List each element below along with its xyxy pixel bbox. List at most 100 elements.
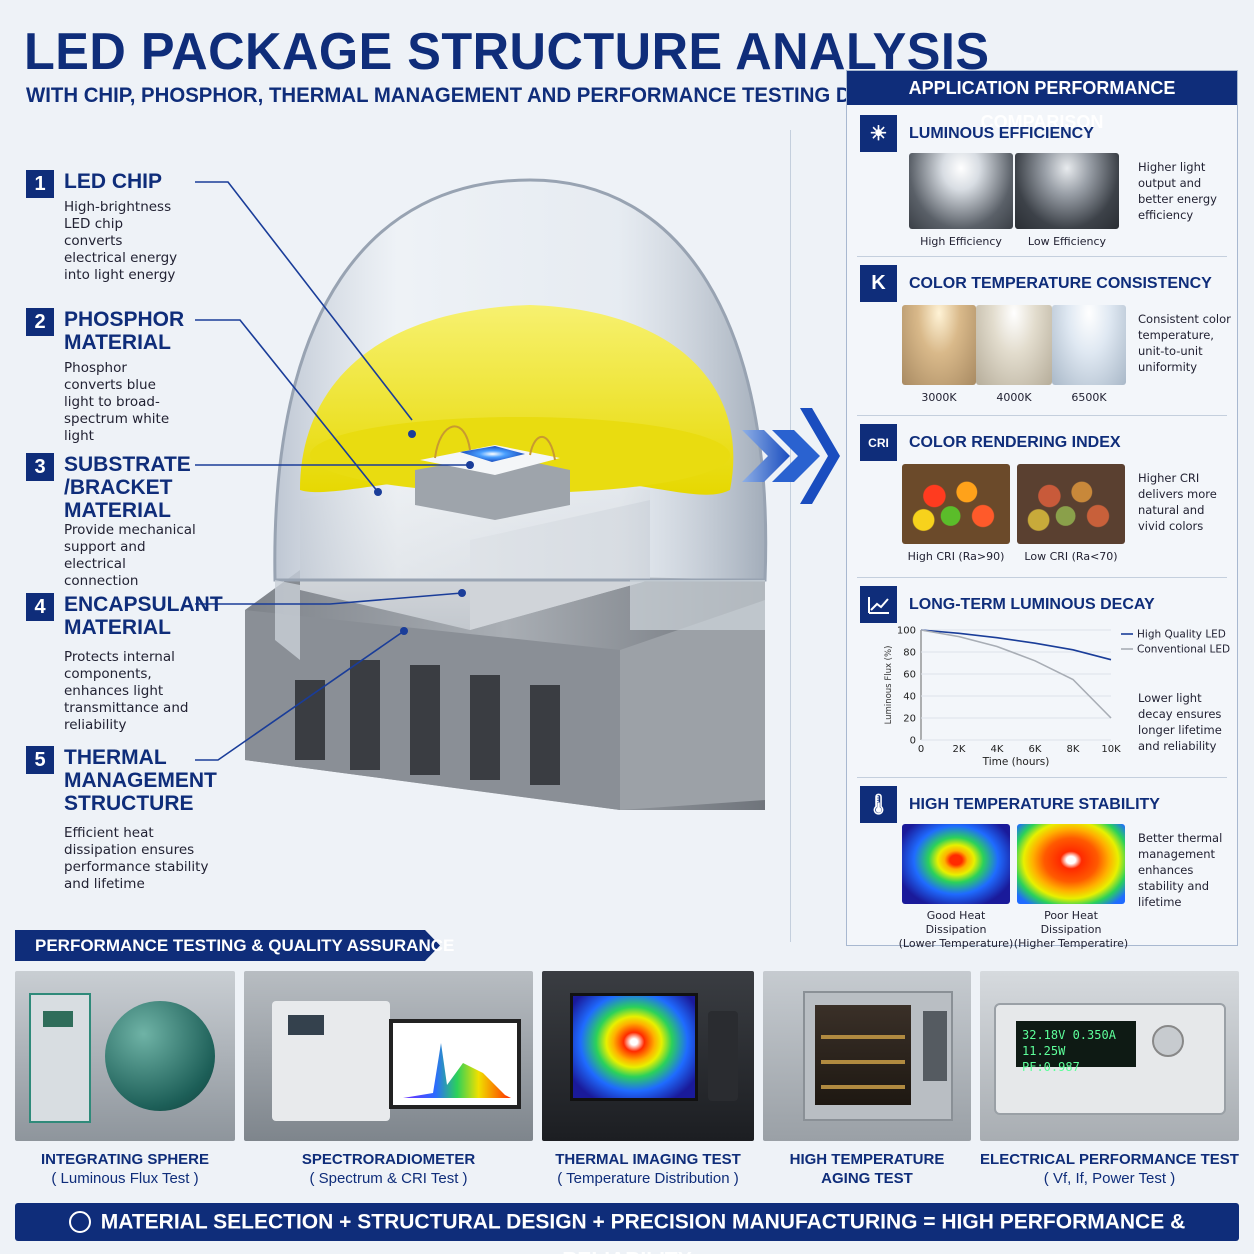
aging-oven-image (763, 971, 971, 1141)
caption: 3000K (921, 391, 957, 404)
caption: Low Efficiency (1027, 235, 1107, 248)
test-detail: ( Spectrum & CRI Test ) (309, 1170, 468, 1187)
good-heat-dissipation-thermal-image (902, 824, 1010, 904)
low-efficiency-lamp-image (1015, 153, 1119, 229)
y-tick-label: 100 (897, 626, 916, 637)
page-subtitle: WITH CHIP, PHOSPHOR, THERMAL MANAGEMENT … (26, 84, 934, 107)
performance-comparison-panel: APPLICATION PERFORMANCE COMPARISON ☀ LUM… (846, 70, 1238, 950)
test-detail: ( Temperature Distribution ) (557, 1170, 739, 1187)
lightbulb-icon (68, 1211, 91, 1234)
section-title: LONG-TERM LUMINOUS DECAY (909, 596, 1155, 613)
component-substrate: 3 SUBSTRATE /BRACKET MATERIAL Provide me… (26, 453, 226, 590)
footer-text: MATERIAL SELECTION + STRUCTURAL DESIGN +… (100, 1210, 1186, 1254)
spectrum-graph (403, 1043, 511, 1098)
caption: High CRI (Ra>90) (907, 550, 1005, 563)
meter-display: 32.18V 0.350A 11.25W PF:0.987 (1016, 1021, 1136, 1074)
caption: High Efficiency (920, 235, 1002, 248)
y-tick-label: 40 (903, 692, 916, 703)
component-desc: Efficient heat dissipation ensures perfo… (64, 825, 209, 892)
chevron-arrow-icon (742, 408, 840, 504)
x-tick-label: 0 (918, 744, 924, 755)
sphere (105, 1001, 215, 1111)
component-desc: Protects internal components, enhances l… (64, 649, 189, 733)
panel-title: APPLICATION PERFORMANCE COMPARISON (847, 71, 1237, 132)
component-desc: Phosphor converts blue light to broad-sp… (64, 360, 170, 444)
section-title: HIGH TEMPERATURE STABILITY (909, 796, 1160, 813)
divider (857, 415, 1227, 416)
test-detail: ( Vf, If, Power Test ) (1043, 1170, 1176, 1187)
cabinet-display (43, 1011, 73, 1027)
thermometer-icon: 🌡 (860, 786, 897, 823)
y-tick-label: 20 (903, 714, 916, 725)
test-name: INTEGRATING SPHERE (40, 1151, 210, 1168)
divider (857, 577, 1227, 578)
caption-line: (Lower Temperature) (898, 937, 1014, 950)
thermal-imaging-image (542, 971, 754, 1141)
test-caption: INTEGRATING SPHERE ( Luminous Flux Test ) (15, 1150, 235, 1188)
legend-label: High Quality LED (1137, 629, 1226, 641)
led-package-illustration (245, 178, 768, 810)
component-title: PHOSPHOR MATERIAL (64, 308, 185, 354)
test-detail: ( Luminous Flux Test ) (51, 1170, 199, 1187)
section-title: LUMINOUS EFFICIENCY (909, 125, 1094, 142)
x-axis-label: Time (hours) (982, 756, 1050, 768)
component-phosphor: 2 PHOSPHOR MATERIAL Phosphor converts bl… (26, 308, 226, 445)
component-title: LED CHIP (64, 170, 163, 193)
high-efficiency-lamp-image (909, 153, 1013, 229)
component-led-chip: 1 LED CHIP High-brightness LED chip conv… (26, 170, 226, 284)
cct-4000k-image (976, 305, 1052, 385)
component-thermal: 5 THERMAL MANAGEMENT STRUCTURE Efficient… (26, 746, 226, 893)
test-caption: THERMAL IMAGING TEST ( Temperature Distri… (542, 1150, 754, 1188)
monitor (389, 1019, 521, 1109)
y-axis-label: Luminous Flux (%) (884, 646, 894, 725)
section-note: Higher light output and better energy ef… (1138, 160, 1217, 222)
component-number: 5 (26, 746, 54, 774)
tray (821, 1035, 905, 1039)
footer-banner: MATERIAL SELECTION + STRUCTURAL DESIGN +… (15, 1203, 1239, 1254)
test-name: SPECTRORADIOMETER (301, 1151, 476, 1168)
poor-heat-dissipation-thermal-image (1017, 824, 1125, 904)
caption: Poor Heat Dissipation(Higher Temperatire… (1013, 909, 1129, 951)
y-tick-label: 80 (903, 648, 916, 659)
section-divider (790, 130, 791, 942)
qa-banner (15, 930, 440, 961)
x-tick-label: 8K (1067, 744, 1080, 755)
sun-icon: ☀ (860, 115, 897, 152)
caption: 6500K (1071, 391, 1107, 404)
oven-control-panel (923, 1011, 947, 1081)
caption: Low CRI (Ra<70) (1024, 550, 1118, 563)
series-line-high-quality (920, 629, 1112, 661)
divider (857, 777, 1227, 778)
component-desc: Provide mechanical support and electrica… (64, 522, 196, 589)
divider (857, 256, 1227, 257)
section-title: COLOR TEMPERATURE CONSISTENCY (909, 275, 1212, 292)
component-title: ENCAPSULANT MATERIAL (64, 593, 223, 639)
instrument-display (288, 1015, 324, 1035)
high-cri-fruit-image (902, 464, 1010, 544)
caption-line: Poor Heat Dissipation (1040, 909, 1102, 936)
integrating-sphere-image (15, 971, 235, 1141)
kelvin-icon: K (860, 265, 897, 302)
component-number: 1 (26, 170, 54, 198)
component-desc: High-brightness LED chip converts electr… (64, 199, 178, 283)
test-name: THERMAL IMAGING TEST (555, 1151, 741, 1168)
oven-chamber (815, 1005, 911, 1105)
knob-icon (1152, 1025, 1184, 1057)
test-name: ELECTRICAL PERFORMANCE TEST (980, 1151, 1239, 1168)
qa-title: PERFORMANCE TESTING & QUALITY ASSURANCE (35, 936, 455, 955)
x-tick-label: 2K (953, 744, 966, 755)
y-tick-label: 0 (910, 736, 916, 747)
tray (821, 1060, 905, 1064)
legend-label: Conventional LED (1137, 644, 1230, 656)
electrical-tester-image: 32.18V 0.350A 11.25W PF:0.987 (980, 971, 1239, 1141)
section-note: Higher CRI delivers more natural and viv… (1138, 471, 1217, 533)
caption: 4000K (996, 391, 1032, 404)
cct-3000k-image (902, 305, 976, 385)
meter-readout-2: 11.25W PF:0.987 (1022, 1044, 1080, 1074)
tray (821, 1085, 905, 1089)
meter-readout-1: 32.18V 0.350A (1022, 1028, 1116, 1042)
test-name: HIGH TEMPERATURE (789, 1151, 945, 1168)
